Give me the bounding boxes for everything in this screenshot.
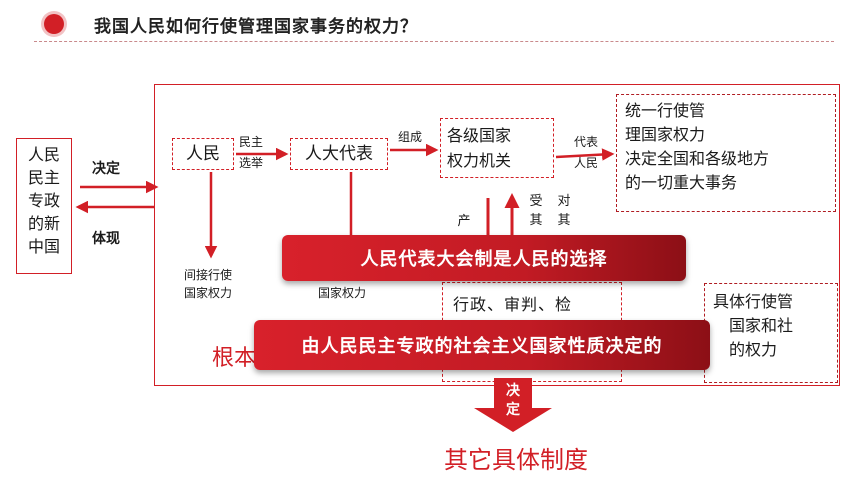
represent-label-1: 代表 <box>574 135 599 149</box>
banner-state-nature: 由人民民主专政的社会主义国家性质决定的 <box>254 320 710 370</box>
china-line: 民主 <box>27 168 60 187</box>
specific-line: 的权力 <box>729 340 778 359</box>
china-box: 人民 民主 专政 的新 中国 <box>16 138 72 274</box>
indirect-line-1: 间接行使 <box>184 268 233 282</box>
responsible-char: 其 <box>557 213 571 228</box>
decide-arrow-label: 决 定 <box>505 382 521 420</box>
supervised-char: 其 <box>529 213 543 228</box>
npc-sub-label: 国家权力 <box>318 286 367 300</box>
banner-npc-choice: 人民代表大会制是人民的选择 <box>282 235 686 281</box>
specific-line: 国家和社 <box>729 316 794 335</box>
china-line: 人民 <box>27 145 60 164</box>
page-title: 我国人民如何行使管理国家事务的权力？ <box>94 17 418 37</box>
election-label-2: 选举 <box>239 156 264 170</box>
decide-char: 决 <box>506 383 520 399</box>
represent-label-2: 人民 <box>574 156 599 170</box>
title-divider <box>34 41 834 42</box>
china-line: 中国 <box>27 237 60 256</box>
title-bullet-icon <box>44 14 64 34</box>
compose-label: 组成 <box>398 130 423 144</box>
responsible-char: 对 <box>557 194 571 209</box>
supervised-char: 受 <box>529 194 543 209</box>
china-line: 的新 <box>27 214 60 233</box>
produce-char: 产 <box>457 214 471 229</box>
specific-power-box: 具体行使管 国家和社 的权力 <box>704 283 838 383</box>
unify-line: 统一行使管 <box>625 101 706 120</box>
diagram-frame <box>154 84 840 386</box>
admin-text: 行政、审判、检 <box>453 295 573 314</box>
decide-label: 决定 <box>92 161 120 177</box>
people-box: 人民 <box>172 138 234 170</box>
npc-deputies-box: 人大代表 <box>290 138 388 170</box>
represent-arrow <box>555 148 615 161</box>
specific-line: 具体行使管 <box>713 292 794 311</box>
organs-line-2: 权力机关 <box>447 151 512 170</box>
unify-line: 理国家权力 <box>625 125 706 144</box>
unified-power-box: 统一行使管 理国家权力 决定全国和各级地方 的一切重大事务 <box>616 94 836 212</box>
other-systems-text: 其它具体制度 <box>444 446 588 474</box>
china-line: 专政 <box>27 191 60 210</box>
state-power-organs-box: 各级国家 权力机关 <box>440 118 554 178</box>
unify-line: 的一切重大事务 <box>625 173 738 192</box>
root-system-text: 根本 <box>212 346 257 371</box>
unify-line: 决定全国和各级地方 <box>625 149 770 168</box>
indirect-line-2: 国家权力 <box>184 286 233 300</box>
decide-char: 定 <box>506 402 520 418</box>
decide-big-arrow <box>474 378 552 432</box>
election-label-1: 民主 <box>239 135 264 149</box>
reflect-label: 体现 <box>92 231 120 247</box>
organs-line-1: 各级国家 <box>447 126 512 145</box>
